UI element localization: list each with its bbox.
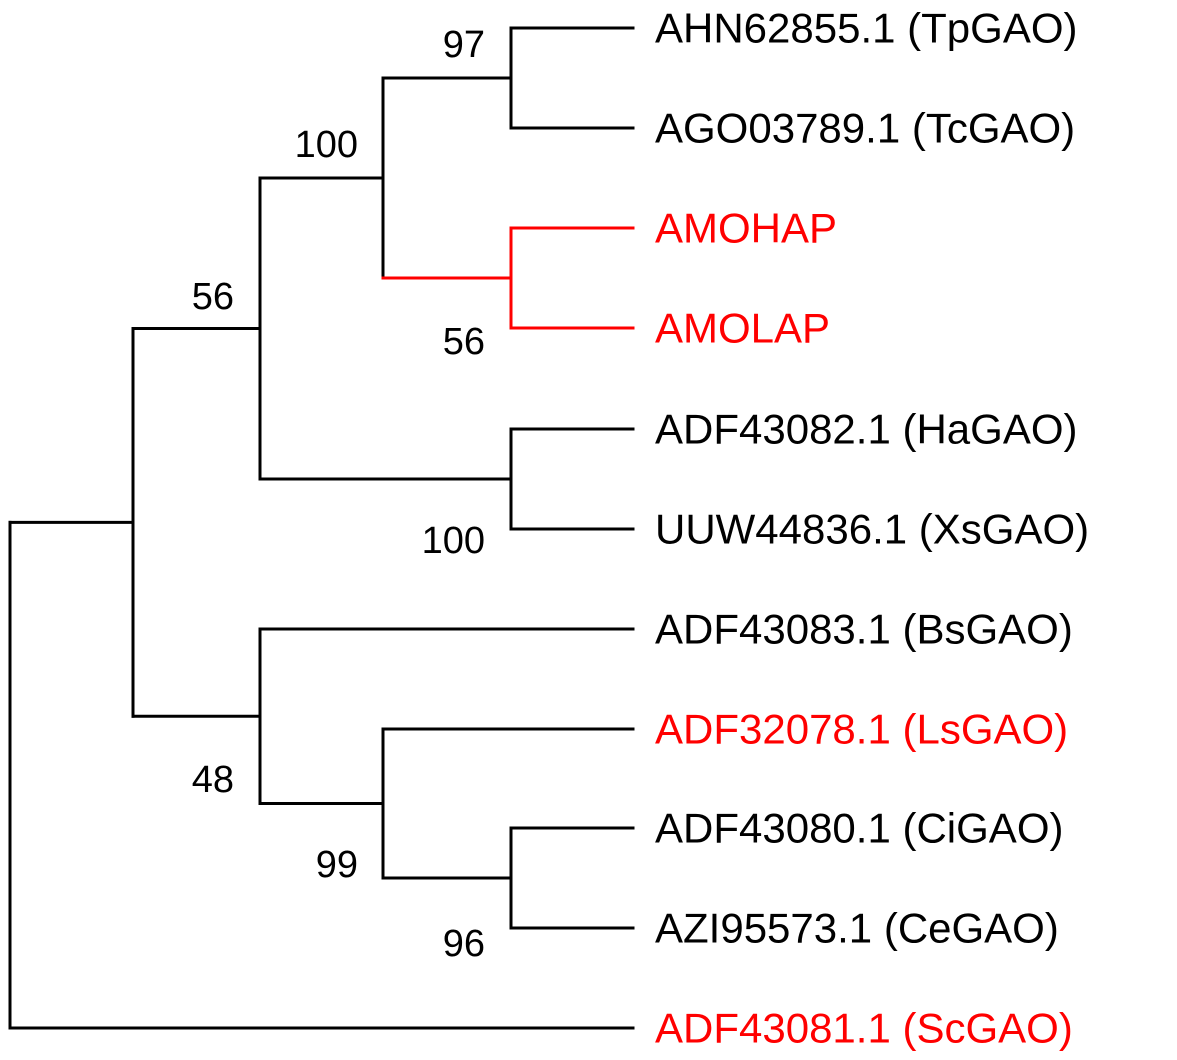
- leaf-label-ci: ADF43080.1 (CiGAO): [655, 805, 1063, 852]
- support-value-n_ci_ce: 96: [443, 923, 485, 965]
- support-value-n_top4: 100: [295, 124, 358, 166]
- support-values: 97 56 100 100 56 96 99 48: [192, 24, 485, 965]
- leaf-labels: AHN62855.1 (TpGAO) AGO03789.1 (TcGAO) AMOH…: [655, 5, 1089, 1052]
- support-value-n_amo: 56: [443, 321, 485, 363]
- support-value-n_ls_ci_ce: 99: [316, 844, 358, 886]
- leaf-label-ls: ADF32078.1 (LsGAO): [655, 706, 1068, 753]
- support-value-n_tp_tc: 97: [443, 24, 485, 66]
- leaf-label-lap: AMOLAP: [655, 305, 830, 352]
- leaf-label-tc: AGO03789.1 (TcGAO): [655, 105, 1075, 152]
- leaf-label-ce: AZI95573.1 (CeGAO): [655, 905, 1059, 952]
- leaf-label-xs: UUW44836.1 (XsGAO): [655, 506, 1089, 553]
- leaf-label-sc: ADF43081.1 (ScGAO): [655, 1005, 1073, 1052]
- support-value-n_bs_group: 48: [192, 759, 234, 801]
- leaf-label-bs: ADF43083.1 (BsGAO): [655, 606, 1073, 653]
- tree-branches: [8, 26, 635, 1030]
- leaf-label-ha: ADF43082.1 (HaGAO): [655, 406, 1078, 453]
- leaf-label-tp: AHN62855.1 (TpGAO): [655, 5, 1078, 52]
- support-value-n_top6: 56: [192, 276, 234, 318]
- leaf-label-hap: AMOHAP: [655, 205, 837, 252]
- support-value-n_ha_xs: 100: [422, 520, 485, 562]
